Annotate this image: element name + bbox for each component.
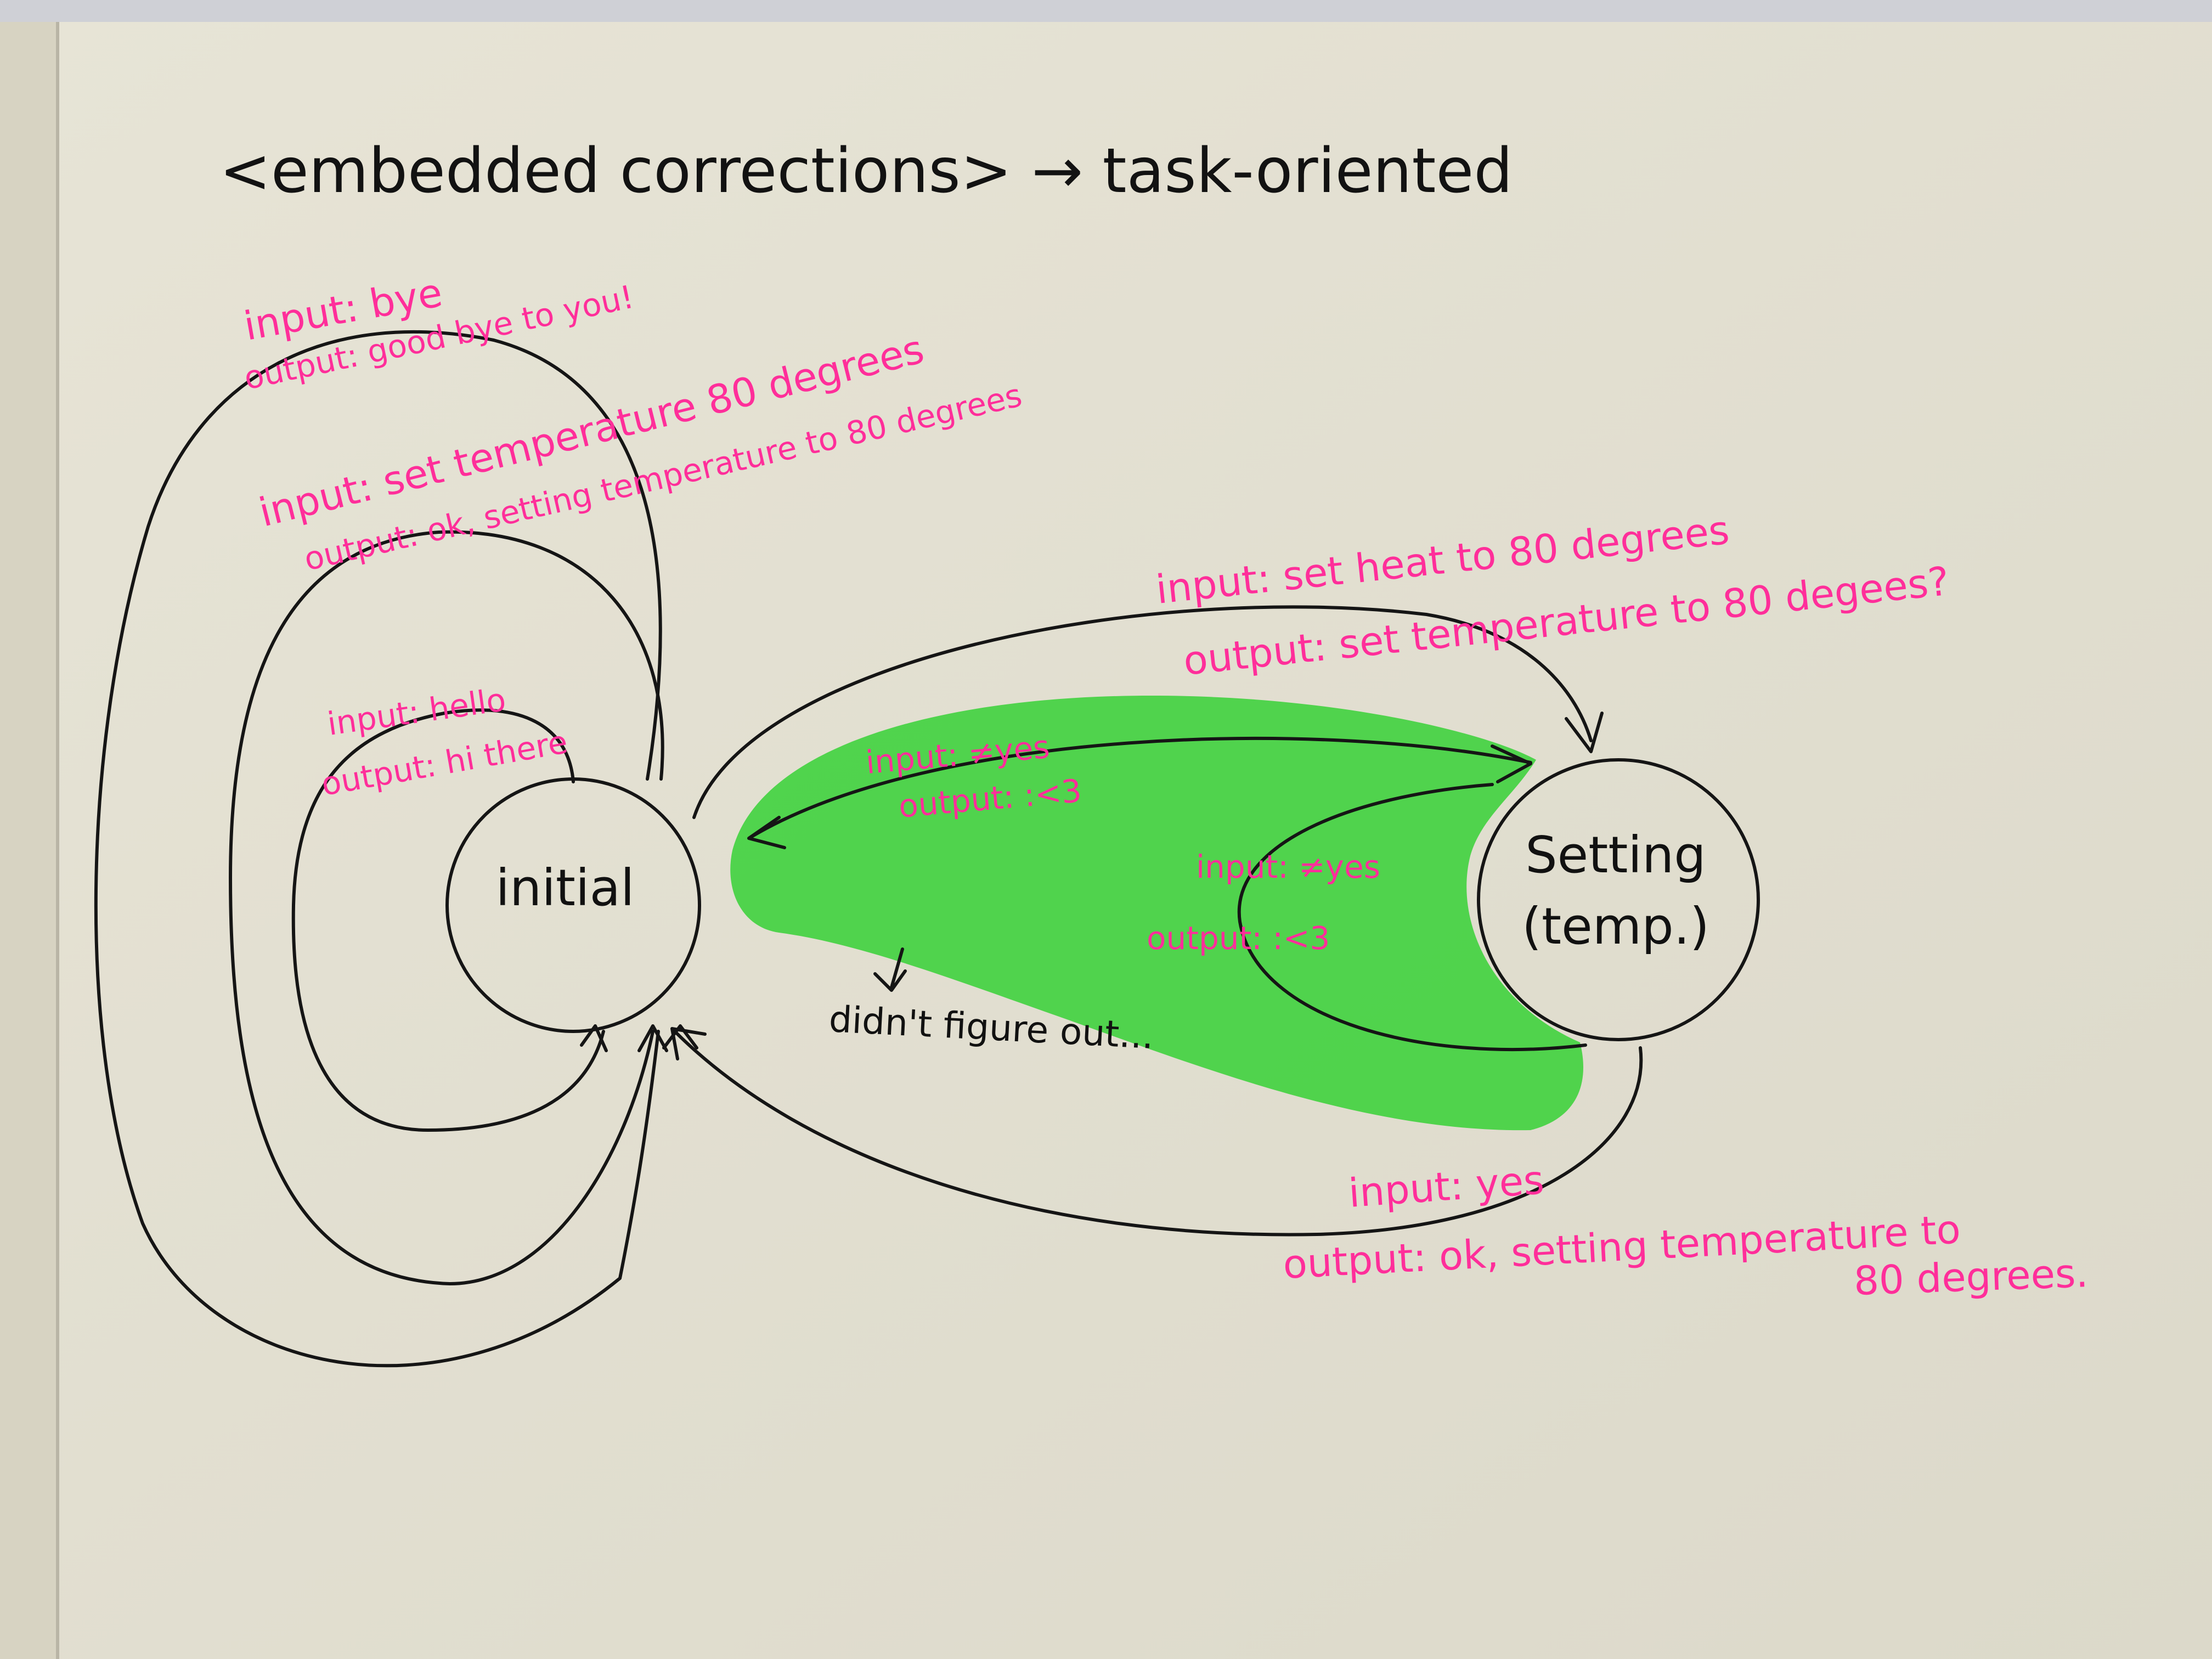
- arrowhead-hello: [580, 1024, 608, 1052]
- edge-yes-to-initial: [673, 1030, 1643, 1237]
- yes-output-line2: 80 degrees.: [1853, 1250, 2089, 1304]
- annotation-arrow: [873, 947, 907, 992]
- state-initial-circle: [445, 777, 701, 1033]
- arrowhead-set-temperature: [637, 1024, 668, 1052]
- arrowhead-bye: [662, 1024, 698, 1049]
- notebook-left-page-edge: [0, 22, 58, 1659]
- state-setting-label: Setting: [1525, 826, 1706, 884]
- not-yes-loop-input: input: ≠yes: [1196, 848, 1380, 885]
- state-initial-label: initial: [496, 859, 635, 917]
- arrowhead-not-yes-right: [1491, 744, 1532, 783]
- arrowhead-not-yes-left: [747, 816, 786, 849]
- loop-bye-arrow: [94, 330, 662, 1368]
- state-setting-circle: [1477, 758, 1760, 1041]
- page-title: <embedded corrections> → task-oriented: [219, 136, 1513, 207]
- self-loop-setting: [1237, 783, 1587, 1051]
- edge-not-yes-back: [750, 736, 1532, 838]
- not-yes-loop-output: output: :<3: [1147, 919, 1330, 957]
- arrowhead-to-setting: [1565, 712, 1604, 753]
- state-setting-sublabel: (temp.): [1522, 897, 1709, 956]
- arrowhead-yes: [670, 1027, 707, 1060]
- loop-set-temperature-arrow: [229, 530, 664, 1285]
- edge-initial-to-setting: [692, 605, 1593, 819]
- loop-hello-arrow: [291, 708, 605, 1132]
